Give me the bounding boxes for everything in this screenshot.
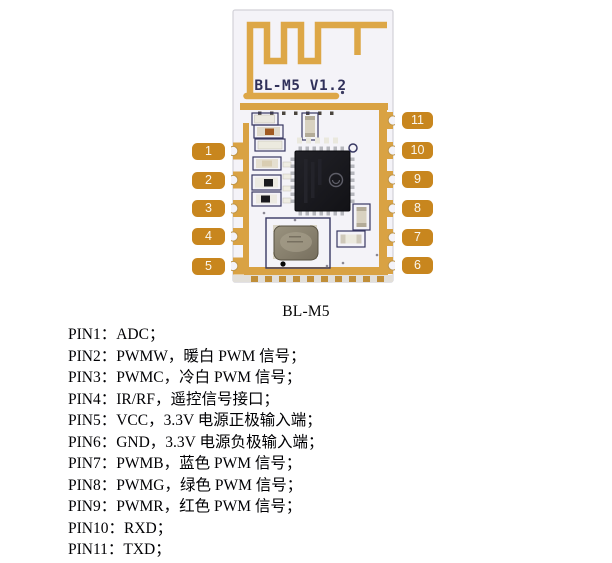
castellations-bottom bbox=[251, 276, 384, 282]
pin-badge-11: 11 bbox=[402, 112, 433, 129]
pin-description-5: PIN5：VCC，3.3V 电源正极输入端； bbox=[68, 412, 322, 429]
pin-badge-2: 2 bbox=[192, 171, 225, 189]
pcb-photo: BL-M5 V1.2 bbox=[231, 9, 395, 283]
pin-badge-5: 5 bbox=[192, 257, 225, 275]
chip-logo bbox=[328, 172, 344, 188]
pin1-marker-circle bbox=[348, 143, 358, 153]
pin-badge-1: 1 bbox=[192, 142, 225, 160]
pin-badge-7: 7 bbox=[402, 229, 433, 246]
pin-description-7: PIN7：PWMB，蓝色 PWM 信号； bbox=[68, 455, 302, 472]
pin-badge-4: 4 bbox=[192, 228, 225, 245]
castellations-left bbox=[231, 142, 244, 275]
vias bbox=[262, 211, 379, 268]
pin-badge-6: 6 bbox=[402, 257, 433, 274]
castellations-right bbox=[382, 112, 395, 274]
pin-description-8: PIN8：PWMG，绿色 PWM 信号； bbox=[68, 476, 303, 494]
pin-badge-3: 3 bbox=[192, 200, 225, 217]
antenna-trace bbox=[243, 21, 387, 100]
module-figure: BL-M5 V1.2 bbox=[192, 9, 433, 283]
pin-badge-9: 9 bbox=[402, 171, 433, 188]
figure-caption: BL-M5 bbox=[282, 303, 330, 320]
pin-description-2: PIN2：PWMW，暖白 PWM 信号； bbox=[68, 347, 306, 365]
pin-description-11: PIN11：TXD； bbox=[68, 541, 171, 558]
pin-description-4: PIN4：IR/RF，遥控信号接口； bbox=[68, 390, 279, 408]
smd-bodies bbox=[254, 114, 367, 244]
pin-description-3: PIN3：PWMC，冷白 PWM 信号； bbox=[68, 369, 302, 386]
pin-description-1: PIN1：ADC； bbox=[68, 326, 165, 343]
pin-description-6: PIN6：GND，3.3V 电源负极输入端； bbox=[68, 433, 324, 451]
silkscreen-dot bbox=[340, 90, 345, 95]
pin-description-9: PIN9：PWMR，红色 PWM 信号； bbox=[68, 498, 302, 515]
ic-chip bbox=[290, 143, 358, 216]
silkscreen-text: BL-M5 V1.2 bbox=[254, 78, 346, 94]
smd-components bbox=[251, 112, 371, 248]
pin-description-10: PIN10：RXD； bbox=[68, 519, 173, 537]
copper-pour bbox=[240, 103, 388, 275]
crystal-oscillator bbox=[265, 217, 331, 269]
pin-badge-10: 10 bbox=[402, 142, 433, 159]
pin-description-list: PIN1：ADC； PIN2：PWMW，暖白 PWM 信号； PIN3：PWMC… bbox=[68, 324, 528, 561]
pin-badge-8: 8 bbox=[402, 200, 433, 217]
